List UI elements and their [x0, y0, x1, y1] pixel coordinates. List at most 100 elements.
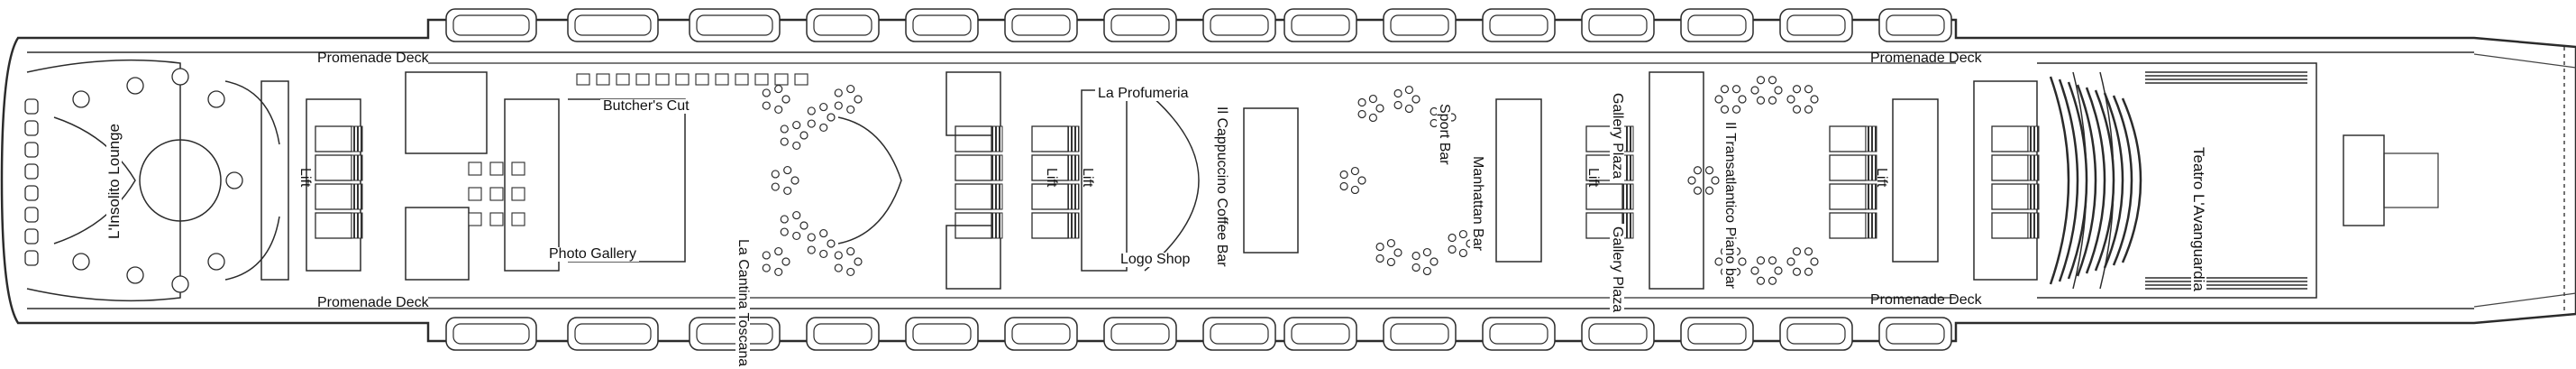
piano-bar-seat	[1720, 105, 1730, 114]
aft-table	[126, 266, 144, 284]
piano-bar-seat	[1714, 257, 1723, 266]
lifeboat-inner	[1687, 14, 1747, 36]
lifeboat-inner	[1210, 323, 1269, 345]
lifeboat-inner	[1110, 323, 1170, 345]
manhattan-seat	[1393, 100, 1402, 110]
lifeboat-inner	[813, 14, 872, 36]
piano-bar-seat	[1768, 256, 1777, 265]
insolito-lounge-area	[26, 59, 289, 302]
cantina-seat	[819, 123, 828, 133]
manhattan-seat	[1375, 104, 1384, 113]
piano-bar-seat	[1731, 85, 1741, 94]
lift-shaft	[2027, 125, 2040, 152]
aft-seat	[24, 163, 39, 180]
cantina-seat	[780, 137, 789, 146]
piano-bar-seat	[1711, 176, 1720, 185]
dining-table	[468, 161, 482, 176]
cantina-seat	[774, 84, 783, 94]
venue-seating	[468, 73, 1819, 285]
piano-bar-seat	[1704, 166, 1714, 175]
venue-label-teatro: Teatro L'Avanguardia	[2190, 144, 2207, 294]
piano-bar-seat	[1720, 85, 1730, 94]
lifeboat	[1581, 8, 1655, 42]
theatre-row	[2112, 95, 2133, 266]
dining-table	[489, 212, 504, 226]
lifeboat-inner	[1390, 14, 1449, 36]
theatre-seat-rows	[2049, 71, 2307, 290]
manhattan-seat	[1422, 266, 1431, 276]
cantina-seat	[781, 257, 790, 266]
theatre-row	[2085, 87, 2106, 274]
cantina-seat	[762, 101, 771, 110]
lift-shaft	[2027, 154, 2040, 181]
cantina-seat	[774, 246, 783, 256]
lifeboat	[806, 8, 880, 42]
lifeboat	[1202, 317, 1276, 351]
dining-table	[468, 212, 482, 226]
piano-bar-seat	[1792, 85, 1802, 94]
cantina-seat	[771, 170, 780, 179]
butchers-table	[596, 73, 610, 86]
cantina-seat	[771, 182, 780, 191]
venue-label-butchers-cut: Butcher's Cut	[600, 99, 692, 114]
lifeboat	[905, 8, 979, 42]
lift-shaft	[351, 212, 363, 239]
cantina-seat	[790, 176, 799, 185]
manhattan-seat	[1357, 109, 1366, 119]
piano-bar-seat	[1738, 95, 1747, 104]
theatre-row	[2058, 78, 2079, 282]
lifeboat	[1581, 317, 1655, 351]
cantina-seat	[846, 105, 855, 115]
cantina-seat	[762, 88, 771, 97]
aft-table	[126, 77, 144, 95]
cantina-seat	[807, 106, 816, 115]
cantina-seat	[781, 95, 790, 104]
cantina-seat	[846, 246, 855, 256]
lifeboat	[1004, 8, 1078, 42]
lifeboat-inner	[1588, 323, 1648, 345]
lifeboat-inner	[813, 323, 872, 345]
cantina-seat	[774, 105, 783, 115]
cantina-seat	[834, 101, 843, 110]
lift-shaft	[1865, 154, 1877, 181]
cantina-seat	[792, 210, 801, 220]
lift-shaft	[351, 183, 363, 210]
aft-table	[207, 253, 225, 271]
aft-table	[72, 253, 90, 271]
cantina-seat	[827, 239, 836, 248]
lift-label-3: Lift	[1080, 168, 1095, 188]
manhattan-seat	[1386, 238, 1395, 248]
lifeboat	[1383, 8, 1457, 42]
cantina-seat	[792, 120, 801, 130]
cantina-seat	[780, 227, 789, 236]
cantina-seat	[780, 215, 789, 224]
manhattan-seat	[1386, 257, 1395, 267]
lift-shaft	[1865, 125, 1877, 152]
lifeboat	[1103, 317, 1177, 351]
lifeboat	[1283, 8, 1357, 42]
piano-bar-seat	[1768, 276, 1777, 285]
lift-label-4: Lift	[1585, 168, 1601, 188]
lifeboat	[689, 317, 781, 351]
lifeboat	[806, 317, 880, 351]
aft-seat	[24, 142, 39, 158]
manhattan-seat	[1368, 94, 1377, 104]
theatre-row	[2103, 92, 2124, 269]
lifeboat	[905, 317, 979, 351]
piano-bar-seat	[1704, 186, 1714, 195]
lifeboat	[1482, 317, 1556, 351]
lifeboat	[1004, 317, 1078, 351]
manhattan-seat	[1430, 257, 1439, 266]
lifeboat-inner	[1786, 323, 1846, 345]
piano-bar-seat	[1810, 257, 1819, 266]
piano-bar-seat	[1756, 76, 1766, 85]
lifeboat	[1878, 8, 1952, 42]
lifeboat-inner	[452, 14, 530, 36]
cantina-seat	[762, 263, 771, 272]
lift-shaft	[991, 154, 1003, 181]
manhattan-seat	[1368, 113, 1377, 123]
manhattan-seat	[1422, 247, 1431, 257]
lift-shaft	[1067, 125, 1080, 152]
butchers-table	[794, 73, 808, 86]
lifeboat-inner	[1588, 14, 1648, 36]
